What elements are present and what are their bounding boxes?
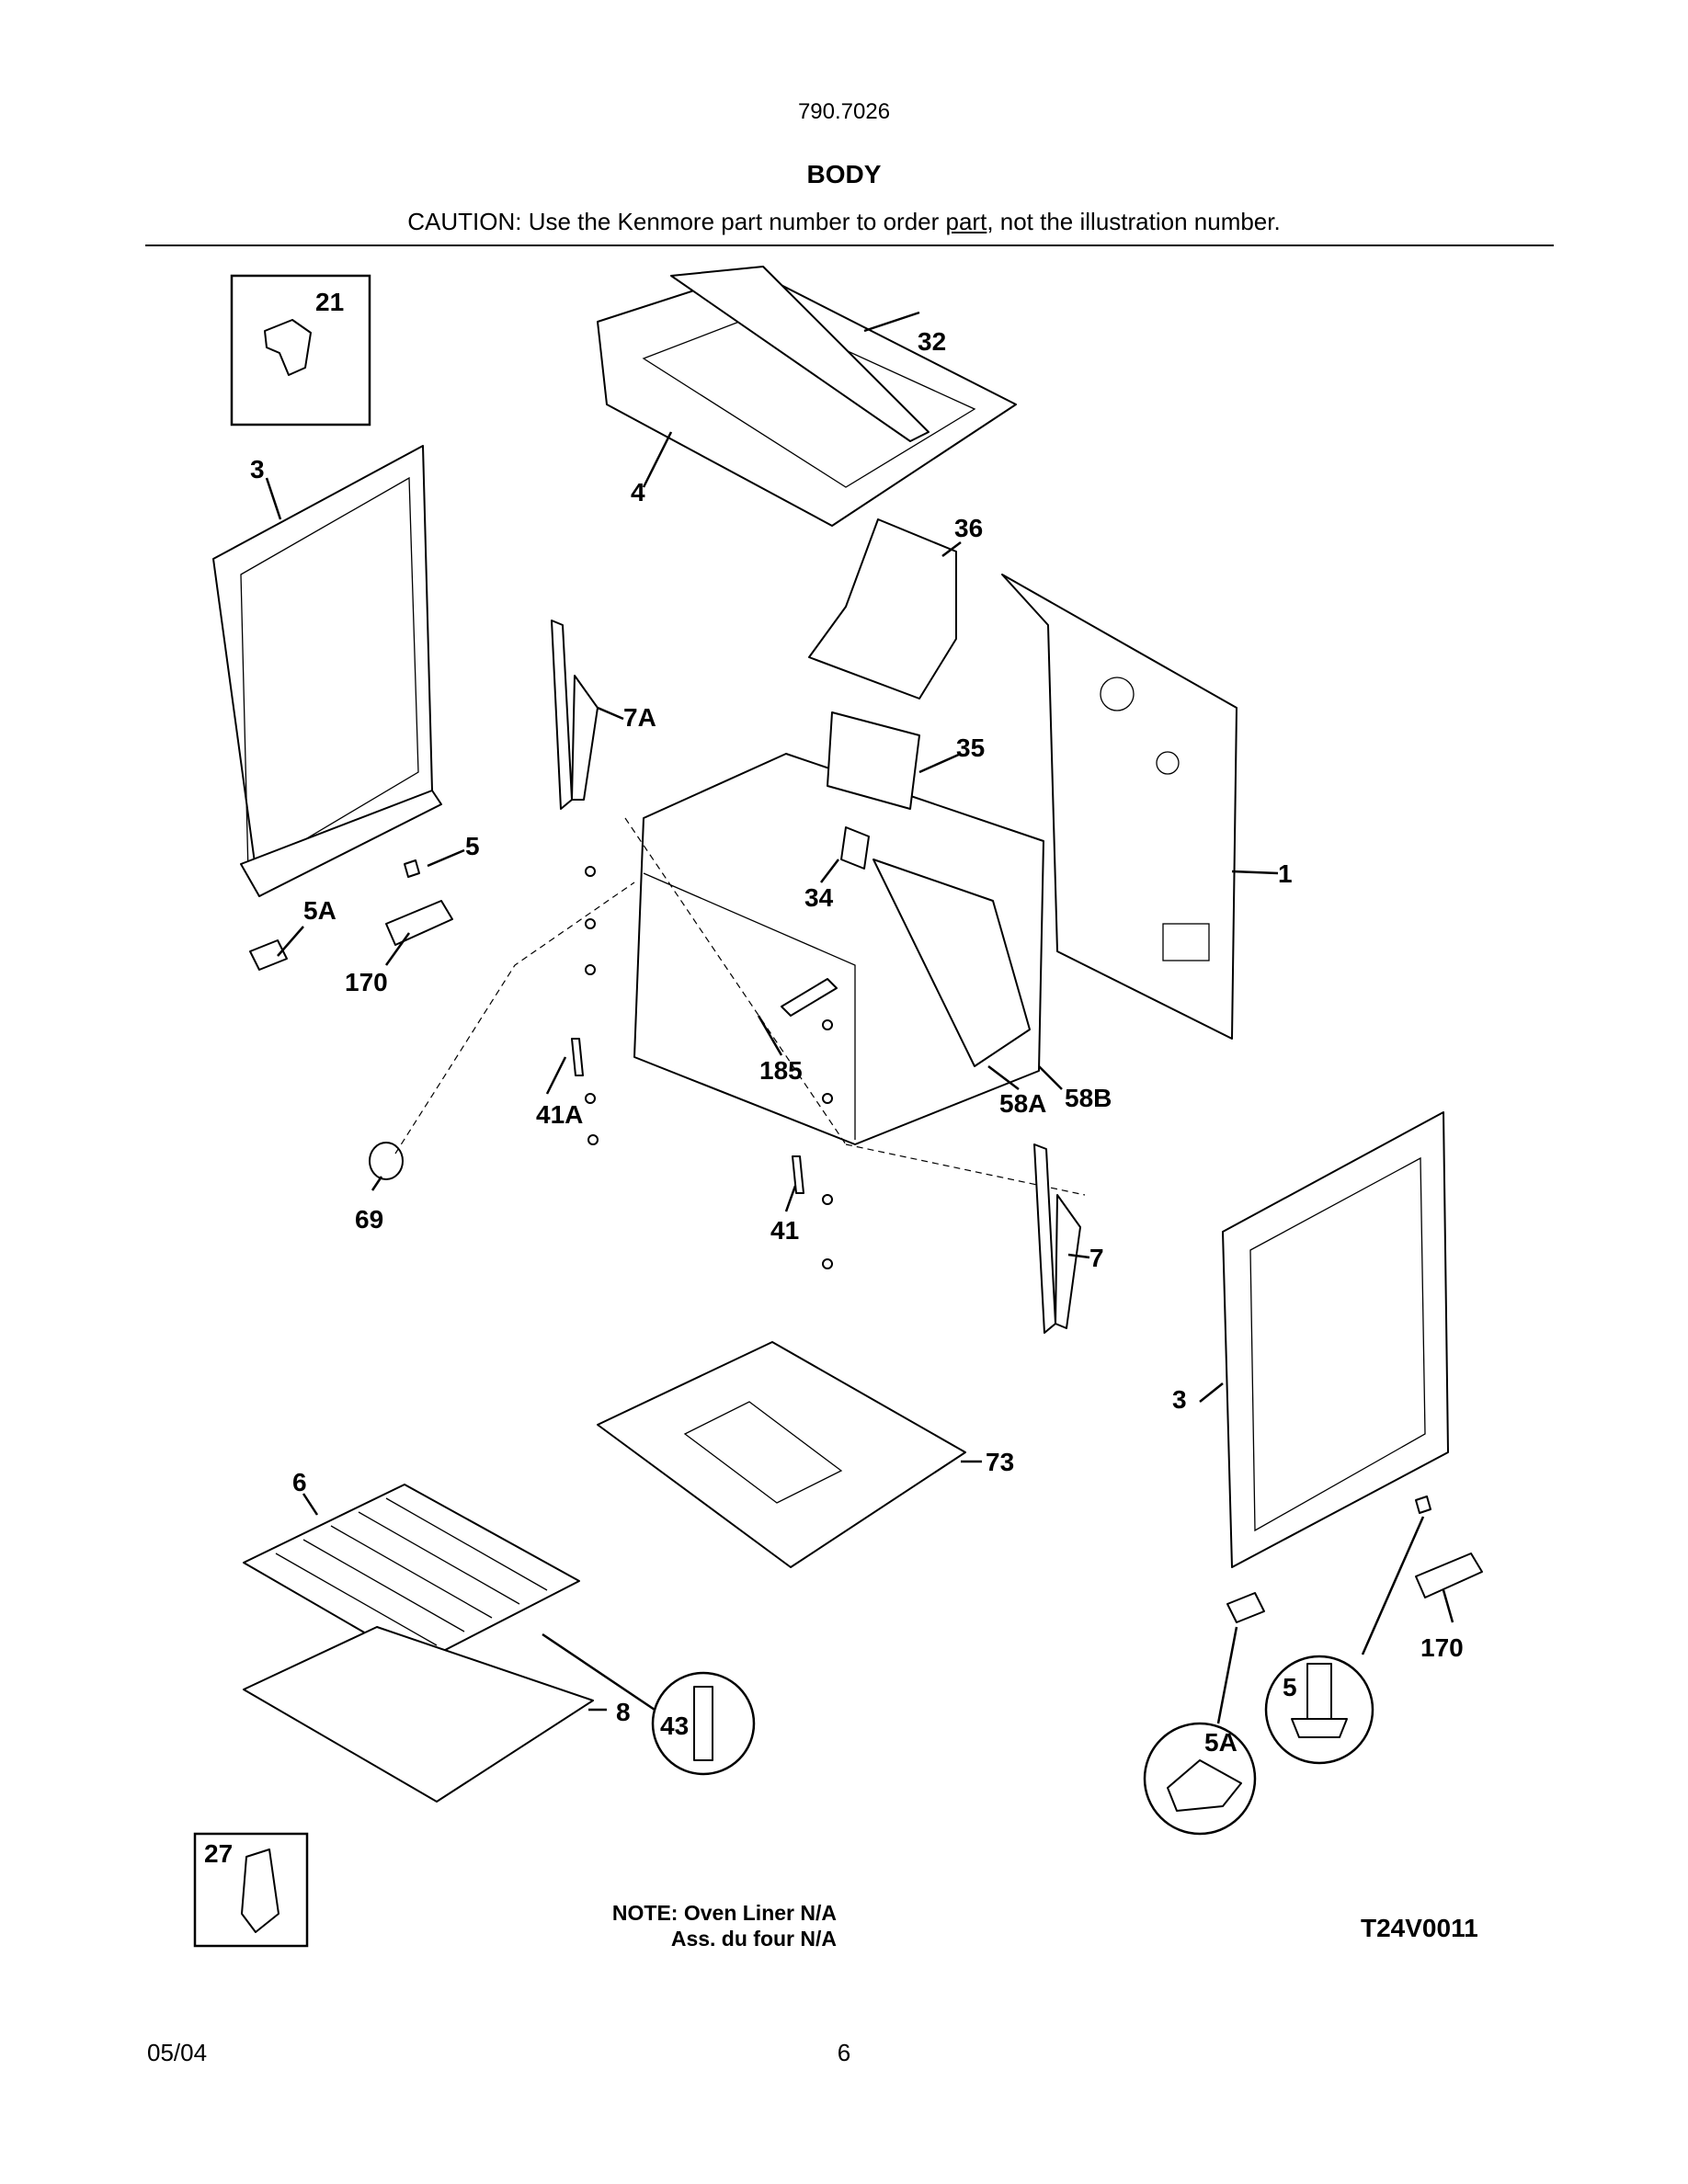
note-oven-liner-fr: Ass. du four N/A [670,1927,837,1951]
hinge-7a [551,620,599,810]
callout-8: 8 [616,1698,631,1726]
callout-3-left: 3 [250,455,265,483]
callout-41a: 41A [536,1100,583,1129]
leader-lines [265,311,1454,1712]
page-title: BODY [806,160,882,188]
clip-41a [571,1038,584,1076]
detail-circle-5 [1264,1516,1425,1765]
callout-21: 21 [315,288,344,316]
callout-58b: 58B [1065,1084,1112,1112]
note-oven-liner-en: NOTE: Oven Liner N/A [611,1901,837,1925]
side-panel-left-3 [212,445,442,897]
clip-41 [792,1155,804,1194]
callout-185: 185 [759,1056,803,1085]
top-panel-4 [597,266,1017,527]
mounting-screws [585,866,833,1269]
caution-text: CAUTION: Use the Kenmore part number to … [0,208,1688,236]
callout-4: 4 [631,478,645,506]
leveler-parts-right [1226,1496,1483,1623]
leveler-parts-left [249,859,453,971]
callout-32: 32 [918,327,946,356]
bottom-panel-73 [597,1341,966,1568]
footer-date: 05/04 [147,2039,208,2066]
cover-69 [369,882,635,1180]
callout-35: 35 [956,734,985,762]
back-panel-1 [1001,574,1237,1040]
diagram-code: T24V0011 [1361,1914,1478,1942]
callout-1: 1 [1278,859,1293,888]
inset-part-21 [230,274,371,427]
page-number: 6 [837,2039,851,2066]
callout-43: 43 [660,1712,689,1740]
callout-7a: 7A [623,703,656,732]
side-panel-right-3 [1222,1111,1449,1568]
caution-part-word: part [945,208,987,235]
broiler-drawer-8 [243,1626,594,1803]
callout-170-left: 170 [345,968,388,996]
inset-part-27 [193,1832,309,1948]
callout-170-right: 170 [1420,1633,1464,1662]
oven-cavity [624,711,1086,1196]
oven-rack-6 [243,1484,580,1665]
callout-5a-right: 5A [1204,1728,1237,1757]
callout-41: 41 [770,1216,799,1245]
detail-circle-43 [542,1632,756,1776]
callout-5a-left: 5A [303,896,336,925]
model-number: 790.7026 [797,99,891,124]
caution-text-end: , not the illustration number. [987,208,1281,235]
callout-34: 34 [804,883,834,912]
detail-circle-5a [1143,1626,1257,1836]
callout-3-right: 3 [1172,1385,1187,1414]
hinge-7 [1033,1143,1081,1334]
callout-7: 7 [1089,1244,1104,1272]
callout-36: 36 [954,514,983,542]
caution-text-start: CAUTION: Use the Kenmore part number to … [407,208,946,235]
callout-58a: 58A [999,1089,1046,1118]
header-rule [145,245,1554,246]
callout-6: 6 [292,1468,307,1496]
callout-27: 27 [204,1839,233,1868]
callout-69: 69 [355,1205,383,1234]
callout-5-right: 5 [1283,1673,1297,1701]
callout-5-left: 5 [465,832,480,860]
bracket-36 [808,518,957,700]
callout-73: 73 [986,1448,1014,1476]
